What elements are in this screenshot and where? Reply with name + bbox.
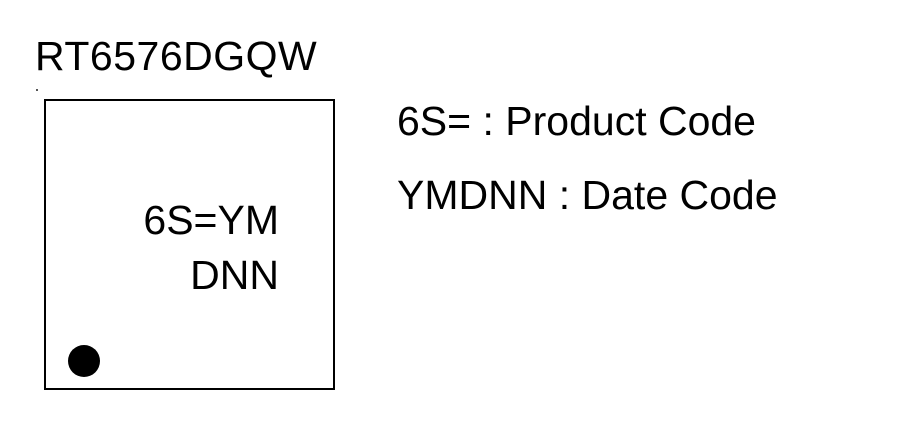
pin1-indicator-icon	[68, 345, 100, 377]
legend-row-product-code: 6S= : Product Code	[397, 98, 778, 172]
legend-meaning: Product Code	[505, 98, 756, 144]
corner-mark	[36, 89, 38, 91]
legend-code: YMDNN	[397, 172, 559, 218]
marking-line-2: DNN	[190, 252, 279, 298]
legend-row-date-code: YMDNN : Date Code	[397, 172, 778, 246]
package-marking: 6S=YM DNN	[143, 193, 279, 303]
legend-separator: :	[482, 98, 506, 144]
marking-legend: 6S= : Product Code YMDNN : Date Code	[397, 98, 778, 246]
legend-code: 6S=	[397, 98, 483, 144]
legend-meaning: Date Code	[581, 172, 778, 218]
part-number-label: RT6576DGQW	[35, 33, 318, 79]
legend-separator: :	[558, 172, 582, 218]
marking-line-1: 6S=YM	[143, 197, 279, 243]
package-outline: 6S=YM DNN	[44, 99, 335, 390]
